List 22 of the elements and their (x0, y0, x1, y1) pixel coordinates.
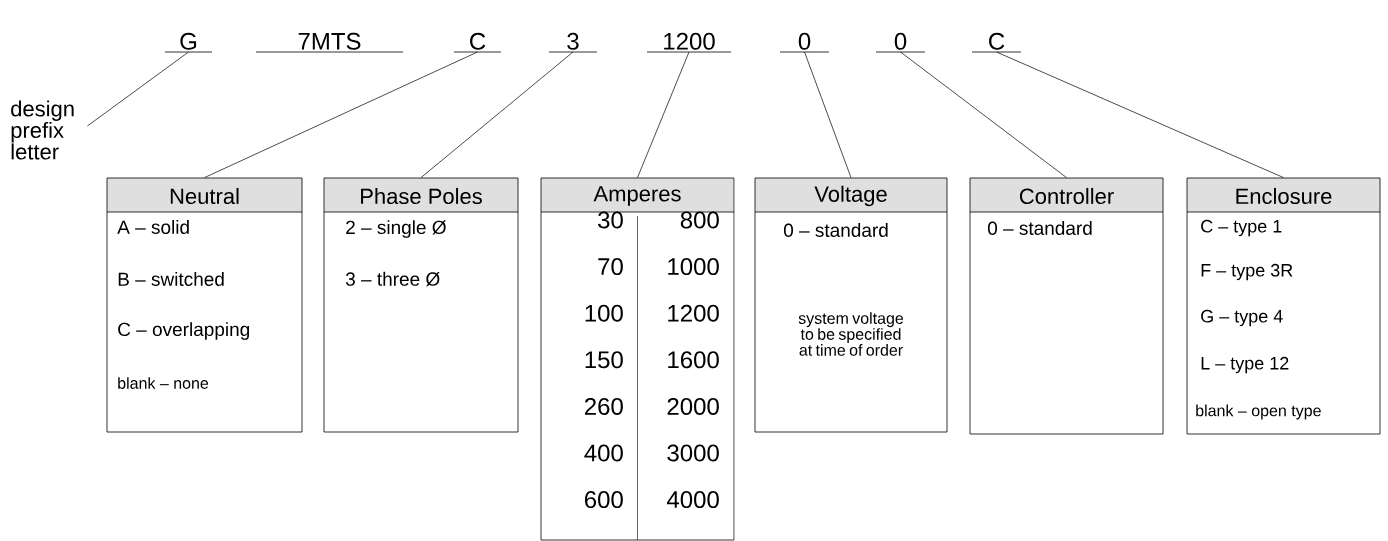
code-segment: G (164, 32, 213, 53)
connector-line (420, 51, 574, 178)
connector-line (900, 51, 1067, 178)
connector-line (204, 51, 478, 178)
code-segment: C (971, 32, 1022, 53)
code-segment: 7MTS (255, 32, 404, 53)
code-segment: 0 (875, 32, 926, 53)
code-segment: 1200 (646, 32, 732, 53)
category-box: Controller 0 – standard (969, 177, 1164, 435)
category-box: Amperes 30 70 100 150 260 400 600 800 1000 1200 1600 2000 3000 4000 (540, 177, 735, 541)
code-segment: 0 (779, 32, 830, 53)
category-box: Phase Poles 2 – single Ø 3 – three Ø (323, 177, 519, 433)
connector-line (996, 51, 1284, 178)
category-box: Voltage 0 – standard system voltage to be specified at time of order (754, 177, 948, 433)
connector-line (804, 51, 852, 178)
category-box: Neutral A – solid B – switched C – overlapping blank – none (106, 177, 303, 433)
category-box: Enclosure C – type 1 F – type 3R G – type 4 L – type 12 blank – open type (1186, 177, 1381, 435)
code-segment: C (453, 32, 502, 53)
code-segment: 3 (548, 32, 598, 53)
leader-line (87, 51, 189, 127)
connector-line (637, 51, 690, 178)
annotation-text: design prefix letter (11, 100, 74, 160)
